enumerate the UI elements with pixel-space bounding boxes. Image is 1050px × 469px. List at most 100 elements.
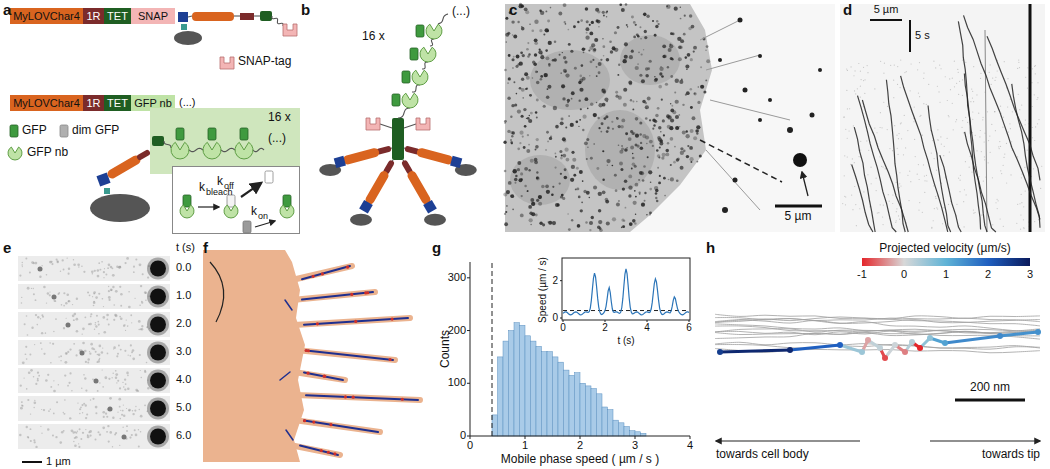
construct-domain: SNAP bbox=[131, 8, 175, 24]
noise-dot bbox=[116, 382, 117, 383]
fluorescent-speckle bbox=[668, 48, 672, 52]
noise-dot bbox=[870, 167, 871, 168]
fluorescent-speckle bbox=[570, 178, 574, 182]
noise-dot bbox=[918, 210, 919, 211]
fluorescent-spot bbox=[758, 54, 762, 58]
fluorescent-speckle bbox=[628, 174, 632, 178]
noise-dot bbox=[132, 410, 134, 412]
fluorescent-speckle bbox=[583, 190, 586, 193]
direction-arrow bbox=[716, 440, 860, 441]
noise-dot bbox=[882, 216, 883, 217]
noise-dot bbox=[131, 322, 132, 323]
fluorescent-speckle bbox=[621, 145, 623, 147]
noise-dot bbox=[68, 273, 70, 275]
fluorescent-speckle bbox=[552, 59, 555, 62]
noise-dot bbox=[917, 69, 918, 70]
noise-dot bbox=[35, 446, 37, 448]
noise-dot bbox=[69, 348, 71, 350]
reverse-step bbox=[303, 419, 306, 422]
noise-dot bbox=[942, 223, 943, 224]
domain-name: 1R bbox=[86, 10, 100, 23]
fluorescent-speckle bbox=[511, 135, 513, 137]
noise-dot bbox=[63, 412, 64, 413]
noise-dot bbox=[1011, 141, 1012, 142]
noise-dot bbox=[81, 404, 83, 406]
noise-dot bbox=[895, 222, 896, 223]
fluorescent-speckle bbox=[659, 72, 662, 75]
node-illustration bbox=[173, 167, 301, 235]
fluorescent-speckle bbox=[529, 94, 532, 97]
kymograph-trace bbox=[987, 36, 1040, 180]
trajectory-grey bbox=[715, 316, 1040, 322]
fluorescent-speckle bbox=[578, 196, 581, 199]
fluorescent-speckle bbox=[528, 205, 532, 209]
reverse-step bbox=[350, 293, 353, 296]
noise-dot bbox=[992, 78, 993, 79]
noise-dot bbox=[963, 201, 964, 202]
noise-dot bbox=[1025, 124, 1026, 125]
noise-dot bbox=[73, 263, 76, 266]
noise-dot bbox=[1000, 106, 1001, 107]
fluorescent-speckle bbox=[560, 157, 563, 160]
tick-mark bbox=[467, 277, 470, 278]
time-label: 2.0 bbox=[176, 317, 191, 330]
histogram-bar bbox=[542, 352, 548, 436]
fluorescent-speckle bbox=[598, 220, 602, 224]
fluorescent-speckle bbox=[521, 88, 525, 92]
noise-dot bbox=[923, 73, 924, 74]
fluorescent-speckle bbox=[580, 108, 582, 110]
fluorescent-speckle bbox=[674, 146, 676, 148]
noise-dot bbox=[855, 204, 856, 205]
fluorescent-speckle bbox=[632, 153, 633, 154]
construct-domain: TET bbox=[104, 8, 131, 24]
fluorescent-speckle bbox=[616, 117, 619, 120]
noise-dot bbox=[135, 406, 136, 407]
fluorescent-speckle bbox=[618, 125, 621, 128]
fluorescent-speckle bbox=[548, 65, 550, 67]
fluorescent-speckle bbox=[562, 97, 565, 100]
fluorescent-speckle bbox=[619, 150, 623, 154]
noise-dot bbox=[898, 138, 899, 139]
fluorescent-speckle bbox=[544, 73, 548, 77]
fluorescent-speckle bbox=[686, 134, 690, 138]
fluorescent-speckle bbox=[602, 11, 605, 14]
noise-dot bbox=[997, 200, 998, 201]
noise-dot bbox=[50, 362, 52, 364]
fluorescent-speckle bbox=[690, 58, 693, 61]
fluorescent-speckle bbox=[589, 221, 593, 225]
noise-dot bbox=[972, 119, 973, 120]
noise-dot bbox=[954, 61, 955, 62]
fluorescent-speckle bbox=[512, 208, 514, 210]
noise-dot bbox=[1025, 119, 1026, 120]
noise-dot bbox=[28, 371, 31, 374]
fluorescent-speckle bbox=[631, 168, 633, 170]
fluorescent-speckle bbox=[568, 43, 571, 46]
fluorescent-speckle bbox=[657, 23, 659, 25]
noise-dot bbox=[108, 296, 111, 299]
noise-dot bbox=[857, 88, 858, 89]
noise-dot bbox=[999, 148, 1000, 149]
reverse-step bbox=[307, 349, 310, 352]
noise-dot bbox=[1023, 227, 1024, 228]
fluorescent-speckle bbox=[521, 27, 525, 31]
noise-dot bbox=[31, 288, 32, 289]
fluorescent-speckle bbox=[504, 222, 508, 226]
histogram-bar bbox=[613, 420, 619, 436]
noise-dot bbox=[87, 436, 90, 439]
noise-dot bbox=[897, 66, 898, 67]
noise-dot bbox=[63, 269, 65, 271]
target-protein bbox=[90, 194, 150, 222]
trajectory-grey bbox=[715, 329, 1040, 332]
domain-name: TET bbox=[107, 97, 128, 110]
noise-dot bbox=[67, 258, 68, 259]
trajectory-step bbox=[840, 345, 862, 352]
noise-dot bbox=[115, 370, 117, 372]
noise-dot bbox=[884, 63, 885, 64]
noise-dot bbox=[147, 276, 149, 278]
noise-dot bbox=[938, 91, 939, 92]
noise-dot bbox=[982, 117, 983, 118]
noise-dot bbox=[1007, 78, 1008, 79]
continuation-mark: (...) bbox=[179, 96, 196, 109]
fluorescent-speckle bbox=[657, 107, 660, 110]
fluorescent-speckle bbox=[703, 91, 706, 94]
